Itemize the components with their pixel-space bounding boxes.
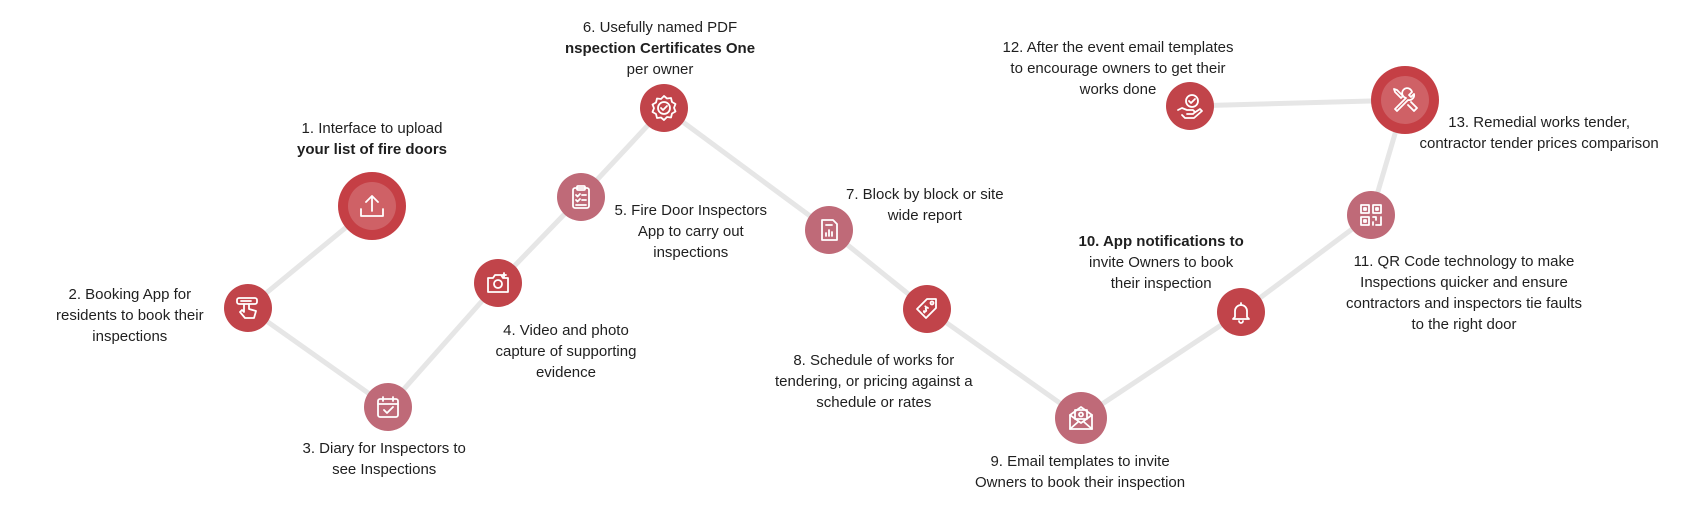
- step-node-10: [1217, 288, 1265, 336]
- step-label-line: see Inspections: [332, 461, 437, 478]
- step-label-line: Inspections quicker and ensure: [1360, 274, 1568, 291]
- step-node-5: [557, 173, 605, 221]
- step-label-line: contractors and inspectors tie faults: [1346, 295, 1582, 312]
- step-label-line: 12. After the event email templates: [1002, 39, 1234, 56]
- calendar-check-icon: [374, 393, 402, 421]
- step-label-line: inspections: [92, 328, 168, 345]
- connector-line: [1238, 212, 1374, 315]
- connector-line: [1078, 309, 1244, 421]
- step-node-11: [1347, 191, 1395, 239]
- step-node-12: [1166, 82, 1214, 130]
- step-label-line: 3. Diary for Inspectors to: [302, 440, 466, 457]
- wrench-screwdriver-icon: [1386, 81, 1424, 119]
- connector-line: [385, 280, 501, 410]
- step-node-9: [1055, 392, 1107, 444]
- step-label-line: 11. QR Code technology to make: [1353, 253, 1575, 270]
- step-label-3: 3. Diary for Inspectors to see Inspection…: [303, 438, 466, 480]
- step-node-13: [1371, 66, 1439, 134]
- step-label-13: 13. Remedial works tender, contractor ten…: [1420, 112, 1659, 154]
- step-label-line: 6. Usefully named PDF: [582, 19, 738, 36]
- step-label-line: to the right door: [1411, 316, 1517, 333]
- step-label-line: 8. Schedule of works for: [793, 352, 955, 369]
- step-node-3: [364, 383, 412, 431]
- step-label-line: 2. Booking App for: [68, 286, 192, 303]
- step-label-12: 12. After the event email templates to en…: [1003, 37, 1234, 100]
- step-label-7: 7. Block by block or site wide report: [846, 184, 1004, 226]
- connector-line: [1187, 97, 1408, 109]
- step-label-line: nspection Certificates One: [565, 40, 756, 57]
- step-label-line: tendering, or pricing against a: [775, 373, 973, 390]
- hand-tap-icon: [233, 293, 263, 323]
- clipboard-checklist-icon: [567, 183, 595, 211]
- step-node-2: [224, 284, 272, 332]
- step-label-line: 5. Fire Door Inspectors: [614, 202, 768, 219]
- connector-line: [245, 305, 391, 410]
- step-label-line: 4. Video and photo: [503, 322, 629, 339]
- step-label-line: residents to book their: [56, 307, 204, 324]
- step-node-8: [903, 285, 951, 333]
- step-label-line: 10. App notifications to: [1078, 233, 1244, 250]
- step-label-line: schedule or rates: [816, 394, 932, 411]
- connector-line: [924, 306, 1084, 421]
- step-label-line: App to carry out: [637, 223, 744, 240]
- step-label-line: Owners to book their inspection: [975, 474, 1186, 491]
- step-node-4: [474, 259, 522, 307]
- step-label-line: evidence: [535, 364, 596, 381]
- step-label-10: 10. App notifications to invite Owners to…: [1079, 231, 1244, 294]
- step-label-line: 9. Email templates to invite: [990, 453, 1170, 470]
- step-label-line: their inspection: [1110, 275, 1212, 292]
- step-label-line: per owner: [626, 61, 694, 78]
- step-label-6: 6. Usefully named PDF nspection Certifica…: [565, 17, 755, 80]
- certificate-badge-icon: [649, 93, 679, 123]
- step-node-7: [805, 206, 853, 254]
- email-envelope-icon: [1066, 403, 1096, 433]
- price-tag-icon: [913, 295, 941, 323]
- report-document-icon: [815, 216, 843, 244]
- step-label-line: works done: [1079, 81, 1157, 98]
- hand-check-icon: [1175, 91, 1205, 121]
- step-label-line: capture of supporting: [495, 343, 637, 360]
- step-label-line: invite Owners to book: [1089, 254, 1234, 271]
- step-label-1: 1. Interface to upload your list of fire …: [297, 118, 447, 160]
- step-label-line: wide report: [887, 207, 962, 224]
- step-label-line: your list of fire doors: [297, 141, 448, 158]
- qr-code-icon: [1356, 200, 1386, 230]
- step-label-4: 4. Video and photo capture of supporting e…: [496, 320, 637, 383]
- step-label-line: to encourage owners to get their: [1010, 60, 1226, 77]
- bell-icon: [1227, 298, 1255, 326]
- step-label-2: 2. Booking App for residents to book thei…: [56, 284, 204, 347]
- step-label-line: 1. Interface to upload: [301, 120, 443, 137]
- step-node-1: [338, 172, 406, 240]
- step-label-line: 7. Block by block or site: [846, 186, 1004, 203]
- step-node-6: [640, 84, 688, 132]
- upload-icon: [355, 189, 389, 223]
- camera-icon: [484, 269, 512, 297]
- connector-line: [661, 105, 832, 233]
- step-label-line: contractor tender prices comparison: [1419, 135, 1659, 152]
- step-label-8: 8. Schedule of works for tendering, or pr…: [775, 350, 973, 413]
- step-label-line: 13. Remedial works tender,: [1448, 114, 1631, 131]
- step-label-line: inspections: [653, 244, 729, 261]
